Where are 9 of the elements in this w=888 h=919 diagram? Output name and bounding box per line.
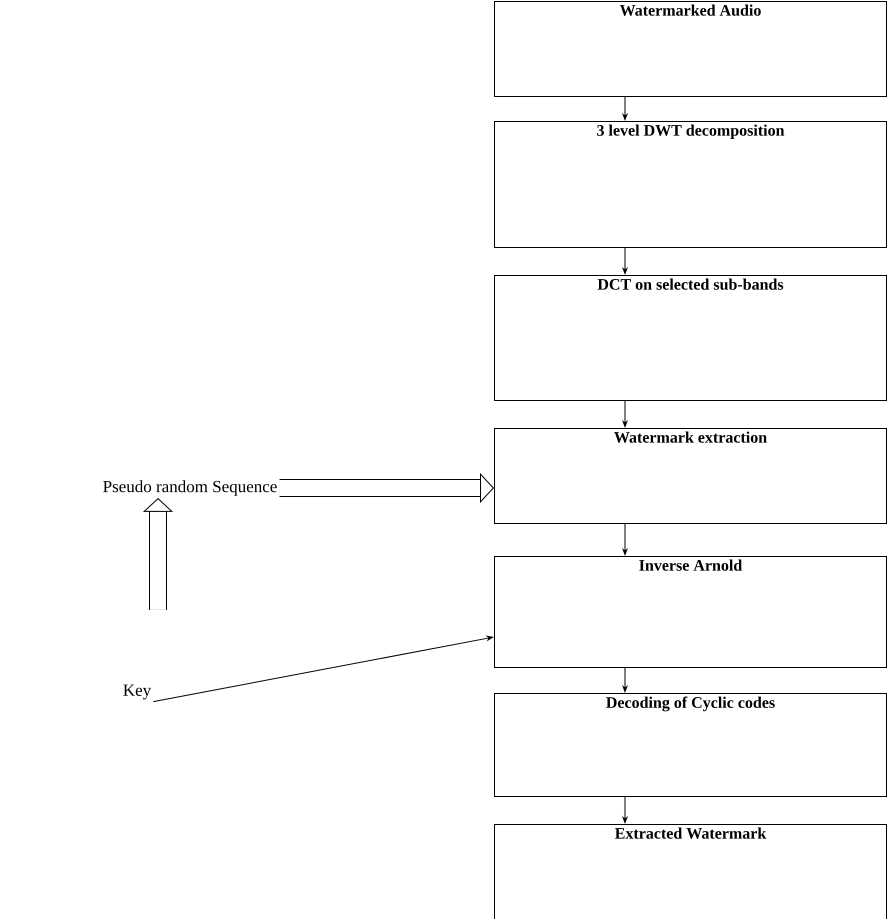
process-box: 3 level DWT decomposition	[494, 121, 887, 248]
process-box: Watermark extraction	[494, 428, 887, 524]
process-box: Decoding of Cyclic codes	[494, 693, 887, 797]
text-label: Pseudo random Sequence	[103, 480, 277, 496]
process-box: Watermarked Audio	[494, 1, 887, 97]
process-box: Extracted Watermark	[494, 824, 887, 919]
process-box: DCT on selected sub-bands	[494, 275, 887, 401]
text-label: Key	[123, 684, 152, 700]
process-box: Inverse Arnold	[494, 556, 887, 668]
